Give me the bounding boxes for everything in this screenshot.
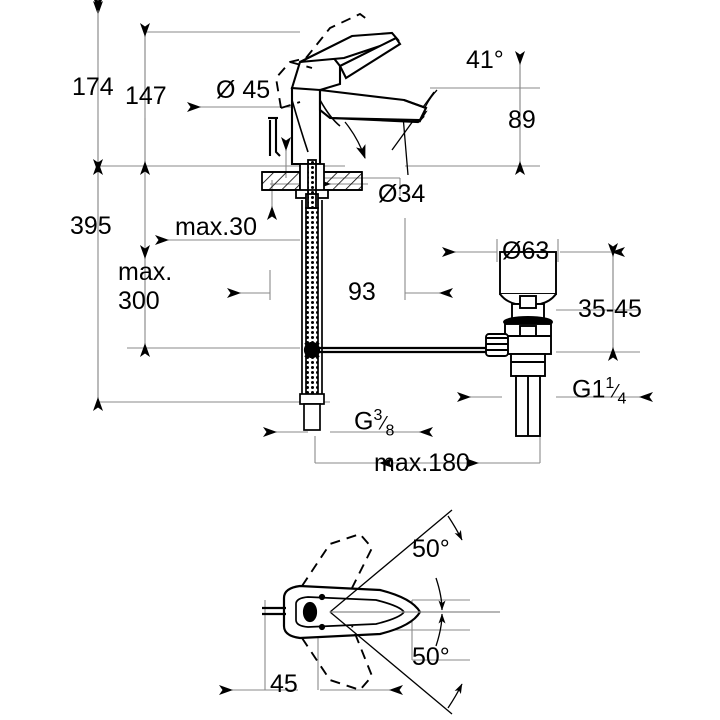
dimension-93: 93 [348, 278, 376, 306]
supply-hose [299, 200, 325, 431]
dimension-diameter-45: Ø 45 [216, 76, 271, 104]
lift-rod-clevis [485, 333, 509, 357]
dimension-max-30: max.30 [175, 213, 257, 241]
dimension-angle-50-lower: 50° [412, 643, 450, 671]
plan-view-angle-rays [329, 509, 500, 715]
dimension-45-plan: 45 [270, 670, 298, 698]
dimension-89: 89 [508, 106, 536, 134]
thread-g114-denominator: 4 [617, 390, 627, 408]
popup-waste-assembly [485, 251, 557, 437]
thread-g38-denominator: 8 [385, 422, 395, 440]
dimension-max-180: max.180 [374, 449, 470, 477]
thread-callout-g114: G11⁄4 [572, 375, 627, 408]
dimension-174: 174 [72, 73, 114, 101]
dimension-max-300-line2: 300 [118, 287, 160, 315]
dimension-angle-41: 41° [466, 46, 504, 74]
mounting-assembly [295, 159, 329, 209]
lift-rod [268, 116, 281, 157]
dimension-395: 395 [70, 212, 112, 240]
dimension-diameter-34: Ø34 [378, 180, 426, 208]
horizontal-connector-rod [303, 341, 500, 359]
thread-g38-prefix: G [354, 407, 374, 436]
dimension-diameter-63: Ø63 [502, 237, 550, 265]
thread-g114-numerator: 1 [605, 375, 615, 392]
dimension-angle-50-upper: 50° [412, 535, 450, 563]
dimension-147: 147 [125, 82, 167, 110]
faucet-front-view [290, 31, 428, 166]
dimension-35-45: 35-45 [578, 295, 642, 323]
thread-callout-g38: G3⁄8 [354, 407, 395, 440]
dimension-max-300-line1: max. [118, 258, 173, 286]
handle-raised-hidden [274, 12, 369, 109]
dimension-arrows [93, 0, 653, 695]
thread-g114-prefix: G1 [572, 375, 606, 404]
thread-g38-numerator: 3 [373, 407, 383, 424]
